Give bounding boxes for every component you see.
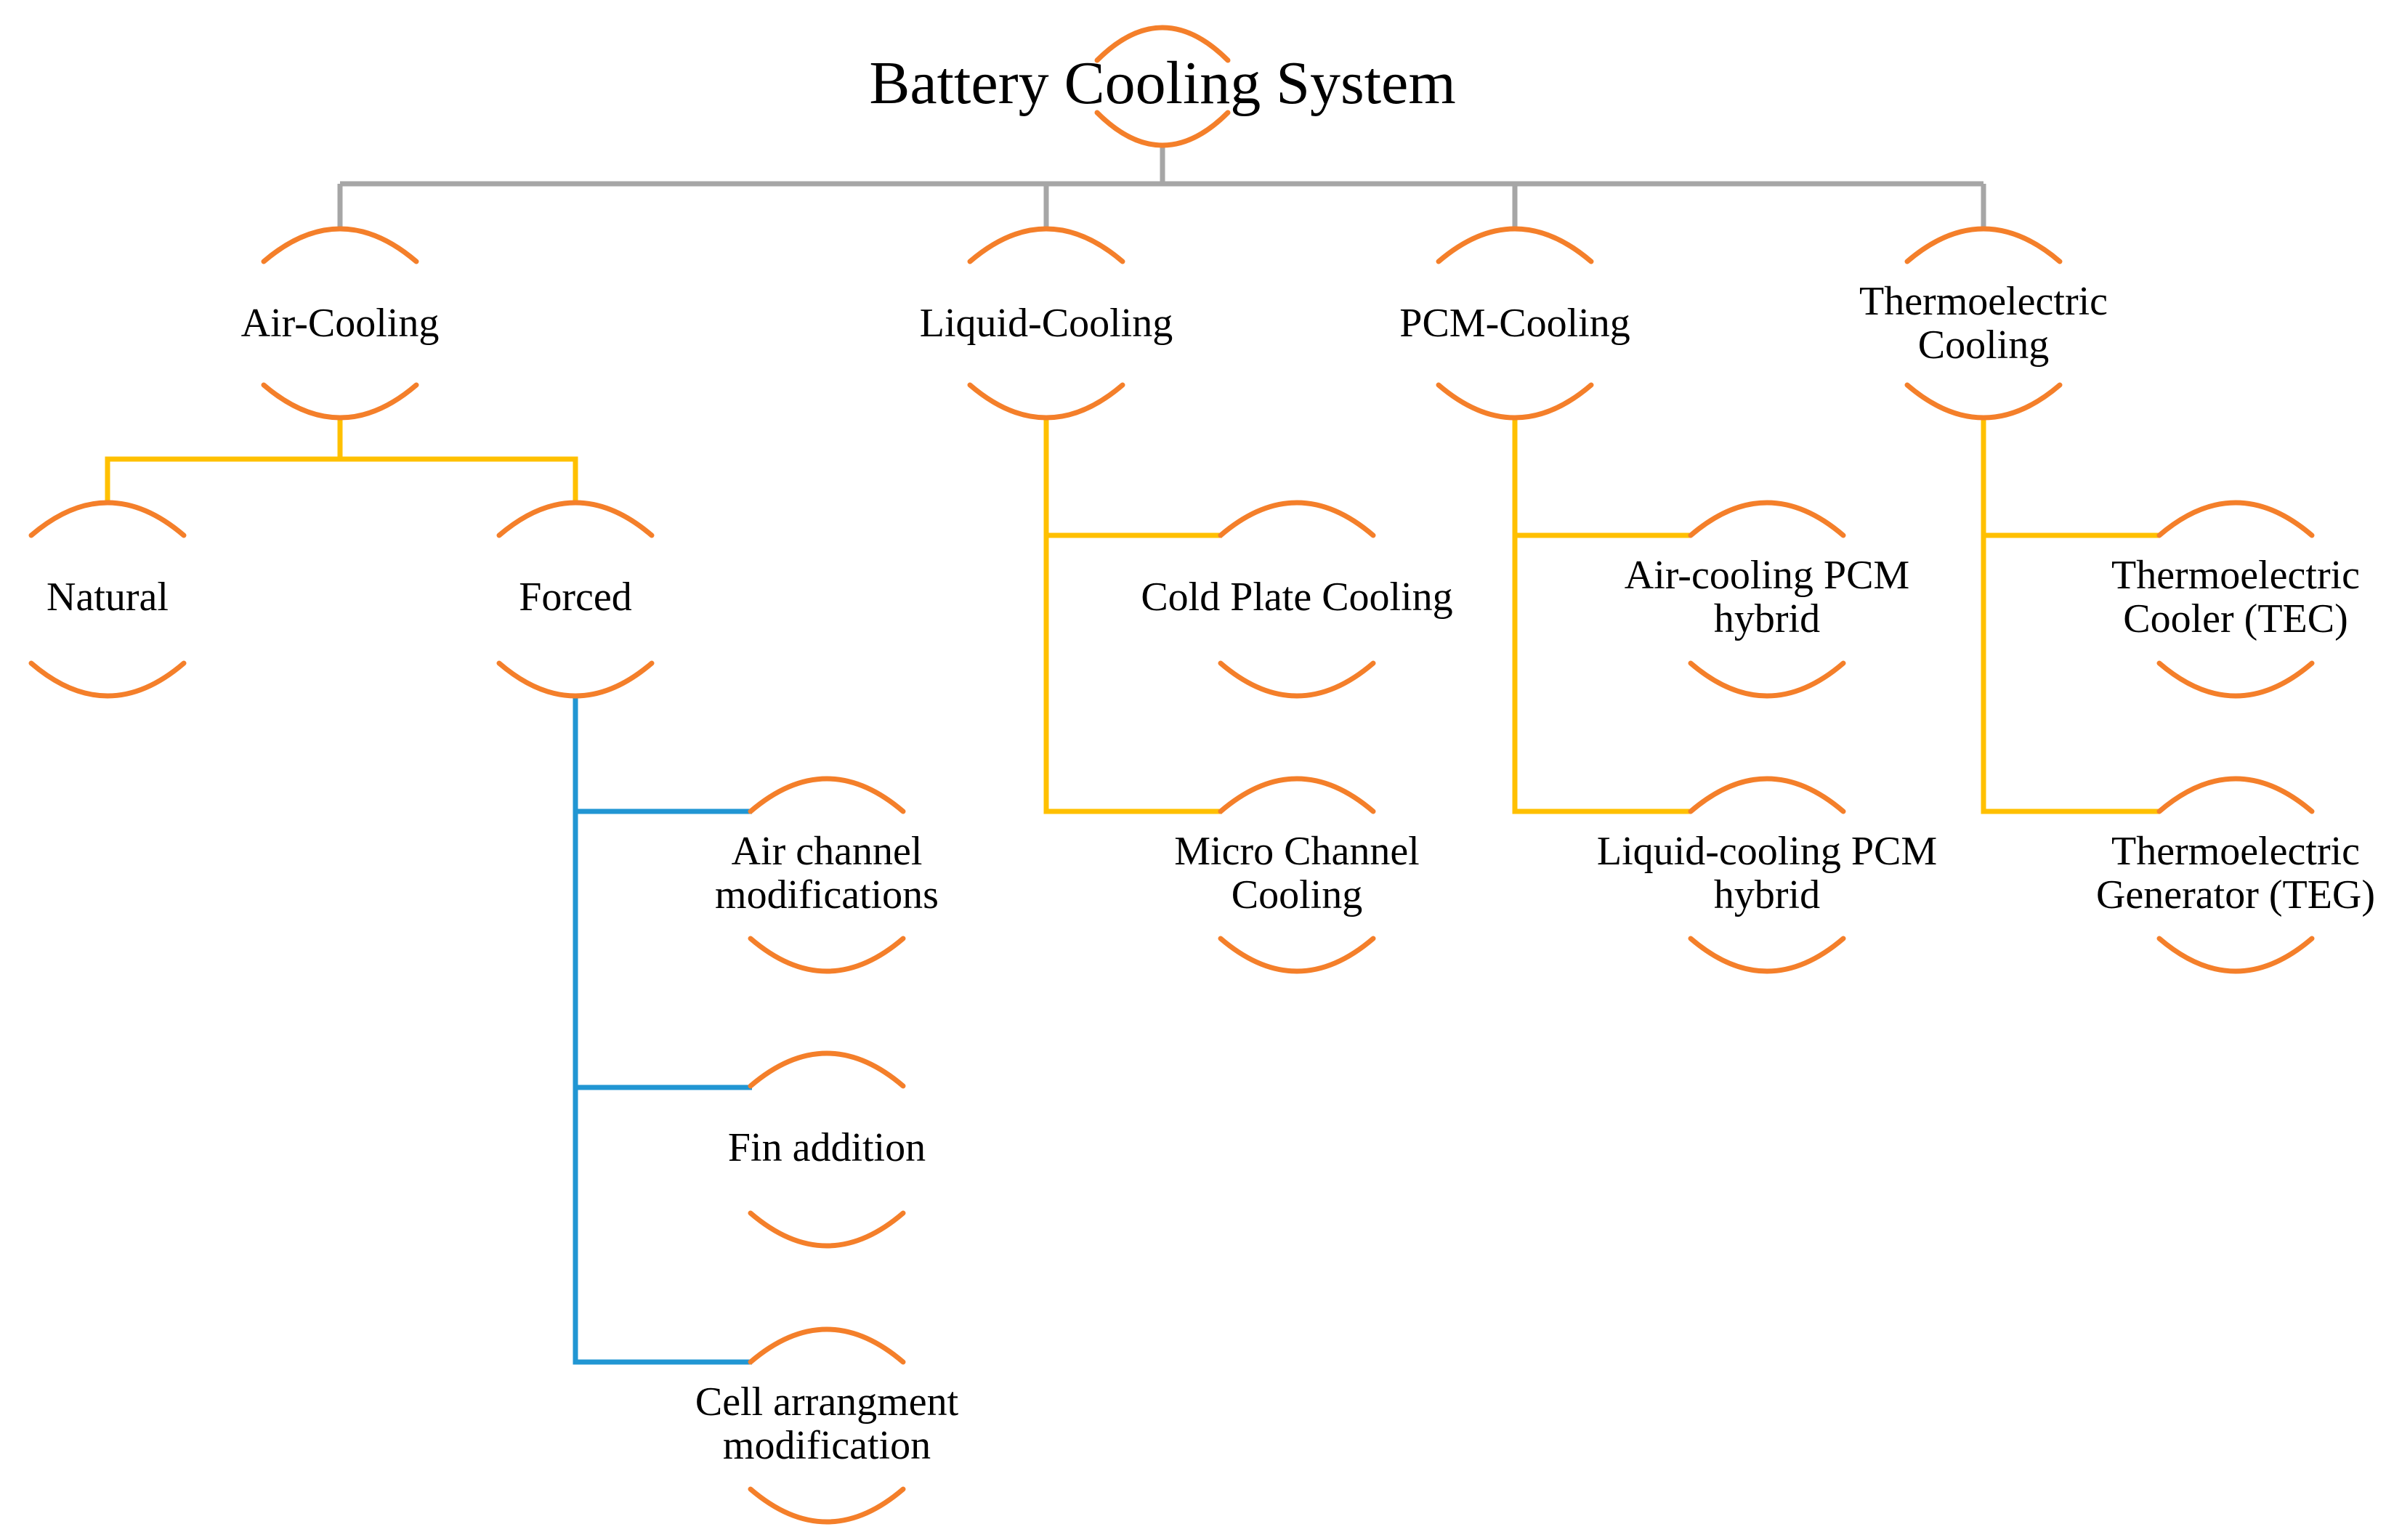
node-air-channel-modifications: Air channel modifications: [715, 829, 939, 917]
node-arc-top-liquidhybrid: [1688, 776, 1846, 814]
node-arc-bottom-liquid: [967, 382, 1125, 421]
connector-forced-trunk: [573, 696, 752, 1365]
node-arc-bottom-cell: [748, 1486, 906, 1525]
node-natural: Natural: [46, 575, 169, 620]
node-thermoelectric-cooling: Thermoelectric Cooling: [1859, 279, 2108, 368]
connector-liquid-trunk: [1043, 418, 1222, 814]
node-arc-top-pcm: [1436, 226, 1594, 264]
node-liquid-cooling: Liquid-Cooling: [919, 301, 1173, 346]
node-arc-bottom-air: [261, 382, 419, 421]
node-arc-top-airhybrid: [1688, 500, 1846, 538]
node-micro-channel-cooling: Micro Channel Cooling: [1174, 829, 1420, 917]
node-arc-bottom-thermo: [1904, 382, 2063, 421]
node-pcm-cooling: PCM-Cooling: [1399, 301, 1630, 346]
node-arc-top-coldplate: [1218, 500, 1376, 538]
connector-lines: [105, 145, 2160, 1365]
node-arc-top-teg: [2156, 776, 2315, 814]
node-arc-bottom-micro: [1218, 936, 1376, 974]
connector-pcm-trunk: [1512, 418, 1691, 814]
node-thermoelectric-generator: Thermoelectric Generator (TEG): [2095, 829, 2376, 917]
node-arc-top-tec: [2156, 500, 2315, 538]
node-arc-top-fin: [748, 1050, 906, 1089]
node-forced: Forced: [519, 575, 632, 620]
node-arc-bottom-root: [1094, 110, 1231, 148]
node-arc-bottom-teg: [2156, 936, 2315, 974]
node-arc-top-channel: [748, 776, 906, 814]
node-arc-bottom-coldplate: [1218, 660, 1376, 699]
node-arc-bottom-natural: [28, 660, 187, 699]
node-cold-plate-cooling: Cold Plate Cooling: [1141, 575, 1453, 620]
node-arc-bottom-forced: [496, 660, 655, 699]
node-air-cooling-pcm-hybrid: Air-cooling PCM hybrid: [1624, 553, 1910, 641]
node-arc-top-natural: [28, 500, 187, 538]
node-arc-bottom-pcm: [1436, 382, 1594, 421]
node-arc-bottom-fin: [748, 1210, 906, 1249]
node-arc-bottom-tec: [2156, 660, 2315, 699]
node-arc-bottom-liquidhybrid: [1688, 936, 1846, 974]
node-arc-top-root: [1094, 25, 1231, 63]
node-fin-addition: Fin addition: [727, 1125, 926, 1170]
node-arc-top-cell: [748, 1326, 906, 1365]
node-liquid-cooling-pcm-hybrid: Liquid-cooling PCM hybrid: [1596, 829, 1938, 917]
node-arc-bottom-airhybrid: [1688, 660, 1846, 699]
connector-thermo-trunk: [1981, 418, 2160, 814]
node-cell-arrangement-modification: Cell arrangment modification: [695, 1379, 959, 1468]
node-arc-bottom-channel: [748, 936, 906, 974]
connector-air-bus: [105, 456, 578, 505]
node-arc-top-air: [261, 226, 419, 264]
node-air-cooling: Air-Cooling: [240, 301, 440, 346]
node-arc-top-forced: [496, 500, 655, 538]
node-arcs: [28, 25, 2315, 1525]
node-arc-top-thermo: [1904, 226, 2063, 264]
root-node-label: Battery Cooling System: [869, 49, 1456, 117]
node-thermoelectric-cooler: Thermoelectric Cooler (TEC): [2111, 553, 2361, 641]
node-arc-top-liquid: [967, 226, 1125, 264]
node-arc-top-micro: [1218, 776, 1376, 814]
